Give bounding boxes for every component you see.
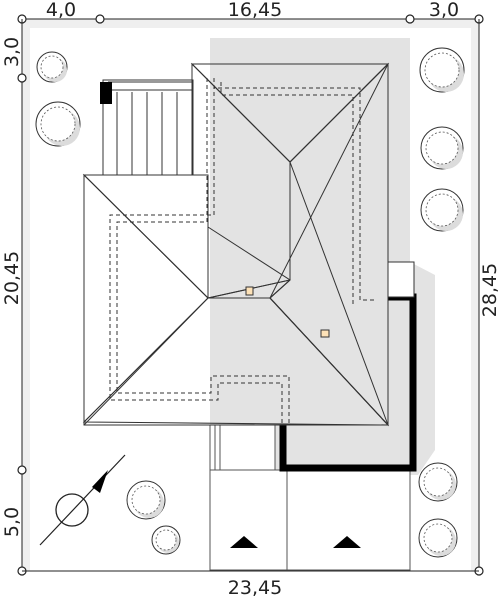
terrace (102, 79, 194, 176)
tree-icon (418, 518, 458, 558)
skylight-1 (245, 286, 254, 296)
tree-icon (418, 462, 458, 502)
tree-icon (419, 47, 465, 93)
garage-entry-arrow-right (333, 536, 361, 548)
building-shadow (210, 38, 435, 475)
dim-label-right: 28,45 (479, 263, 501, 317)
skylight-2 (320, 329, 330, 338)
garage-entry-arrow-left (230, 536, 258, 548)
tree-icon (420, 126, 464, 170)
side-entry (387, 261, 415, 298)
north-arrow-icon (39, 454, 126, 546)
chimney-post (100, 82, 112, 104)
wall-outline-upper (213, 78, 375, 301)
tree-icon (420, 188, 464, 232)
wall-outline-lower (109, 78, 283, 425)
terrace-slats (103, 81, 193, 175)
dim-label-top-left: 4,0 (46, 0, 76, 21)
dim-label-top-right: 3,0 (429, 0, 459, 21)
entrance-steps (209, 424, 276, 471)
dim-label-left-lower: 5,0 (1, 507, 23, 537)
tree-icon (151, 525, 181, 555)
dim-label-left-middle: 20,45 (1, 251, 23, 305)
dim-label-top-middle: 16,45 (228, 0, 282, 21)
tree-icon (126, 480, 166, 520)
driveway (209, 469, 411, 571)
tree-icon (36, 51, 68, 83)
dimension-left (17, 19, 27, 576)
tree-icon (35, 101, 81, 147)
dim-label-left-upper: 3,0 (1, 37, 23, 67)
dim-label-bottom: 23,45 (228, 577, 282, 599)
